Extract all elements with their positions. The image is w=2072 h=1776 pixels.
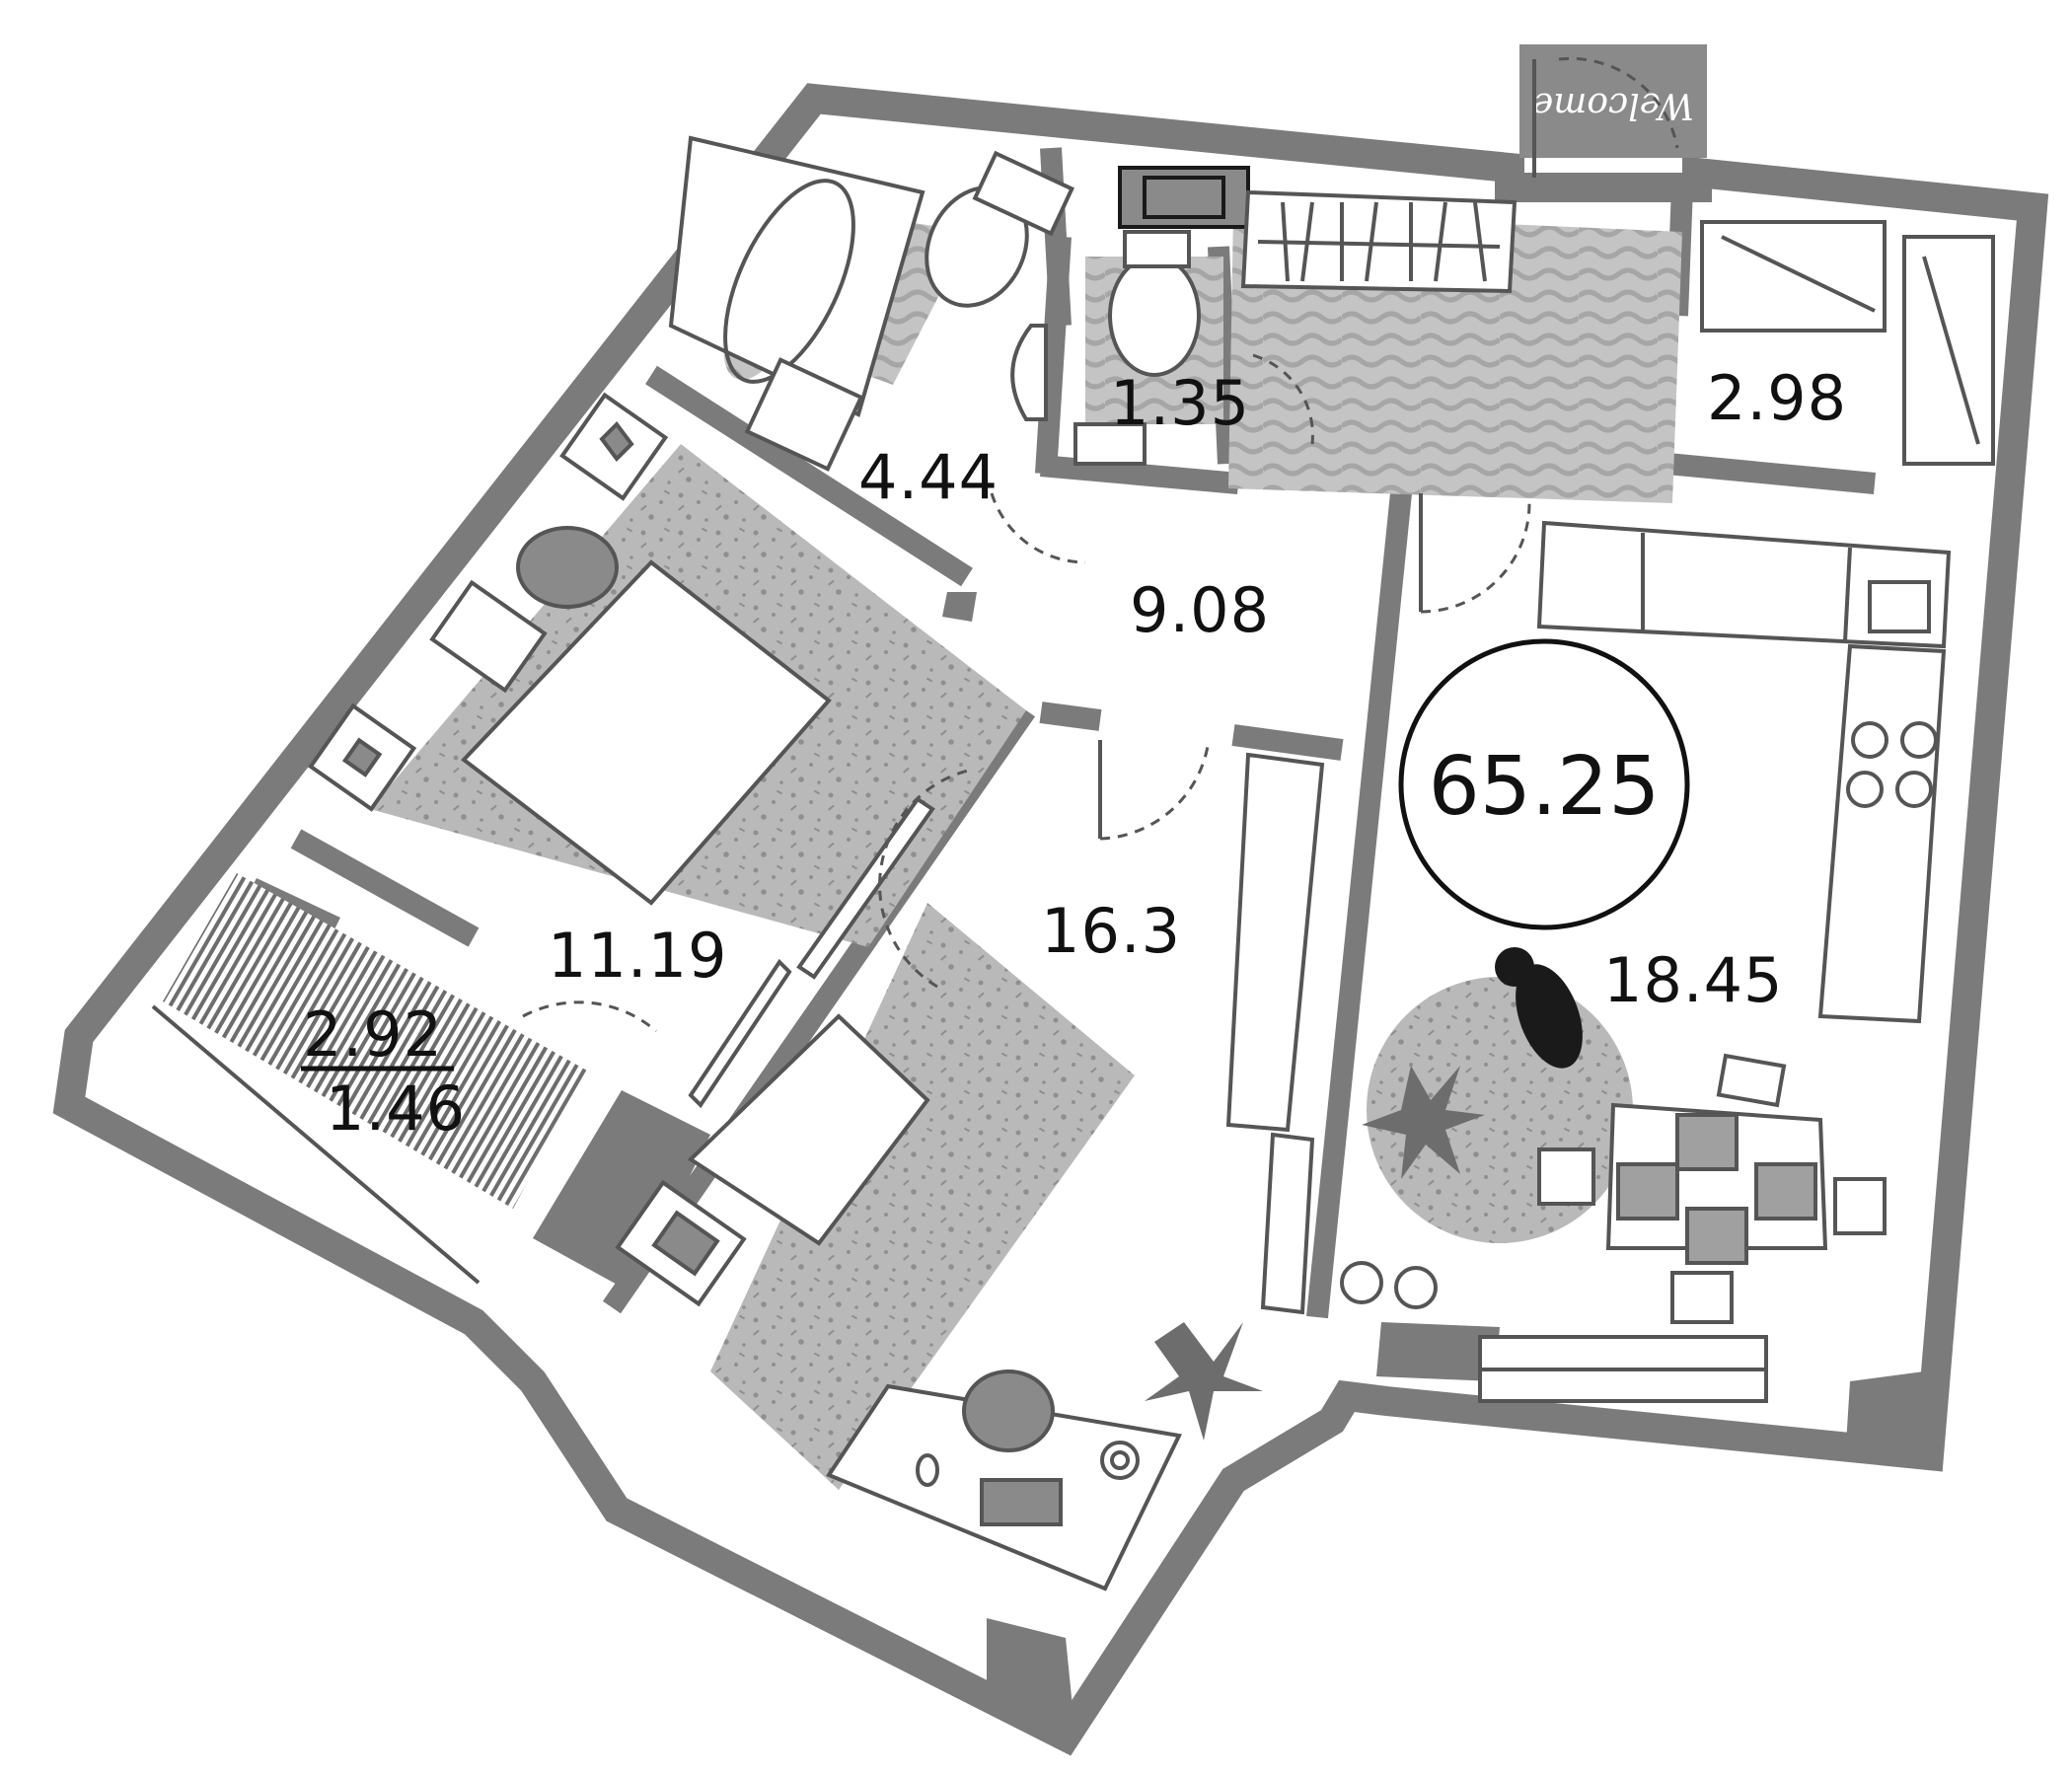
- radiator-living: [688, 958, 792, 1109]
- stove-icon: [1846, 721, 1938, 808]
- nightstand-top: [559, 392, 669, 501]
- hall-wardrobe-hangers: [1281, 201, 1487, 282]
- balcony-area-bottom: 1.46: [326, 1073, 466, 1145]
- dining-chairs: [1537, 1053, 1887, 1324]
- kitchen-plant: [1362, 1066, 1485, 1179]
- balcony-decking: [163, 873, 587, 1209]
- balcony-area: 2.92 1.46: [301, 999, 466, 1145]
- room-area-wc: 1.35: [1110, 367, 1250, 439]
- water-heater-icon: [1118, 166, 1250, 229]
- desk: [825, 1369, 1182, 1591]
- pet-bowls: [1340, 1261, 1438, 1309]
- dining-table: [1605, 1102, 1828, 1265]
- wc-toilet-icon: [1108, 230, 1201, 377]
- room-area-hall: 9.08: [1130, 574, 1270, 646]
- welcome-mat-text: Welcome: [1532, 85, 1694, 125]
- outer-wall: [52, 83, 2049, 1756]
- plant-living: [1145, 1322, 1263, 1441]
- balcony-area-top: 2.92: [303, 999, 443, 1071]
- sofa-bed: [615, 1013, 930, 1307]
- room-area-living: 16.3: [1041, 895, 1181, 967]
- kitchen-counter-side: [1817, 643, 1947, 1024]
- room-area-kitchen: 18.45: [1603, 944, 1784, 1016]
- bedroom-radiator: [796, 796, 935, 980]
- room-area-bathroom: 4.44: [858, 441, 999, 513]
- bathroom-sink-icon: [1010, 324, 1048, 421]
- total-area-value: 65.25: [1429, 740, 1661, 834]
- living-rug: [710, 903, 1135, 1490]
- balcony-rail: [151, 1004, 481, 1285]
- room-area-storage: 2.98: [1707, 362, 1847, 434]
- kitchen-window: [1478, 1335, 1768, 1403]
- welcome-mat: Welcome: [1519, 44, 1707, 158]
- door-leaves: [1098, 59, 1536, 839]
- kitchen-sink-icon: [1868, 580, 1931, 633]
- total-area-badge: 65.25: [1398, 638, 1690, 930]
- door-swings: [522, 56, 1679, 1033]
- living-wardrobe: [1225, 752, 1325, 1315]
- double-bed: [429, 526, 832, 906]
- bathtub: [668, 135, 925, 417]
- room-area-bedroom: 11.19: [548, 920, 728, 992]
- wc-sink-icon: [1073, 422, 1147, 466]
- washing-machine-icon: [744, 357, 864, 472]
- nightstand-bottom: [308, 703, 417, 812]
- cat-icon: [1495, 947, 1583, 1069]
- toilet-icon: [925, 150, 1075, 308]
- storage-shelving: [1700, 220, 1995, 466]
- kitchen-counter-top: [1536, 520, 1952, 649]
